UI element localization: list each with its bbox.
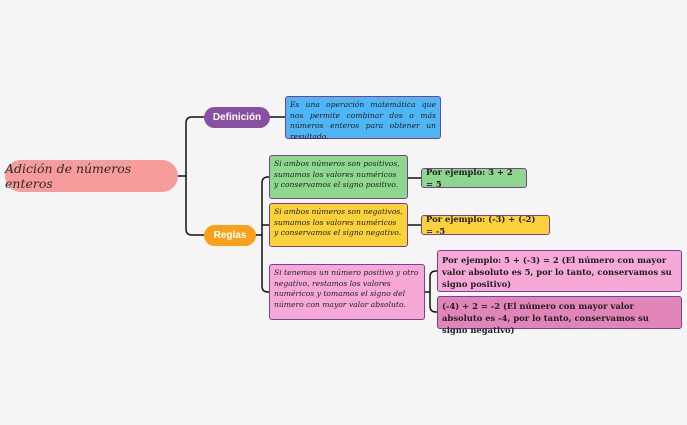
definicion-branch-label: Definición: [212, 112, 262, 123]
connector-root-reglas: [185, 175, 205, 236]
definicion-branch[interactable]: Definición: [204, 107, 270, 128]
rule-text: Si ambos números son positivos, sumamos …: [274, 159, 400, 189]
example-box-negative[interactable]: Por ejemplo: (-3) + (-2) = -5: [421, 214, 550, 236]
example-text: Por ejemplo: (-3) + (-2) = -5: [426, 214, 536, 236]
rule-text: Si ambos números son negativos, sumamos …: [274, 207, 403, 237]
example-text: Por ejemplo: 5 + (-3) = 2 (El número con…: [442, 255, 672, 289]
example-box-mixed-positive[interactable]: Por ejemplo: 5 + (-3) = 2 (El número con…: [437, 250, 682, 292]
example-text: (-4) + 2 = -2 (El número con mayor valor…: [442, 301, 649, 335]
rule-box-mixed-signs[interactable]: Si tenemos un número positivo y otro neg…: [269, 264, 425, 320]
reglas-branch-label: Reglas: [213, 230, 247, 241]
root-topic-label: Adición de números enteros: [5, 161, 132, 191]
connector-rule3-examples: [424, 270, 438, 313]
reglas-branch[interactable]: Reglas: [204, 225, 256, 246]
rule-box-negative[interactable]: Si ambos números son negativos, sumamos …: [269, 203, 408, 247]
rule-box-positive[interactable]: Si ambos números son positivos, sumamos …: [269, 155, 408, 199]
connector-root-definicion: [177, 116, 205, 177]
connector-reglas-rule3: [261, 234, 270, 293]
definicion-text-box[interactable]: Es una operación matemática que nos perm…: [285, 96, 441, 141]
example-box-mixed-negative[interactable]: (-4) + 2 = -2 (El número con mayor valor…: [437, 296, 682, 335]
connector-reglas-rules: [255, 176, 270, 236]
example-text: Por ejemplo: 3 + 2 = 5: [426, 167, 513, 189]
example-box-positive[interactable]: Por ejemplo: 3 + 2 = 5: [421, 167, 527, 189]
definicion-text: Es una operación matemática que nos perm…: [290, 100, 436, 141]
root-topic[interactable]: Adición de números enteros: [5, 160, 178, 192]
rule-text: Si tenemos un número positivo y otro neg…: [274, 268, 419, 309]
